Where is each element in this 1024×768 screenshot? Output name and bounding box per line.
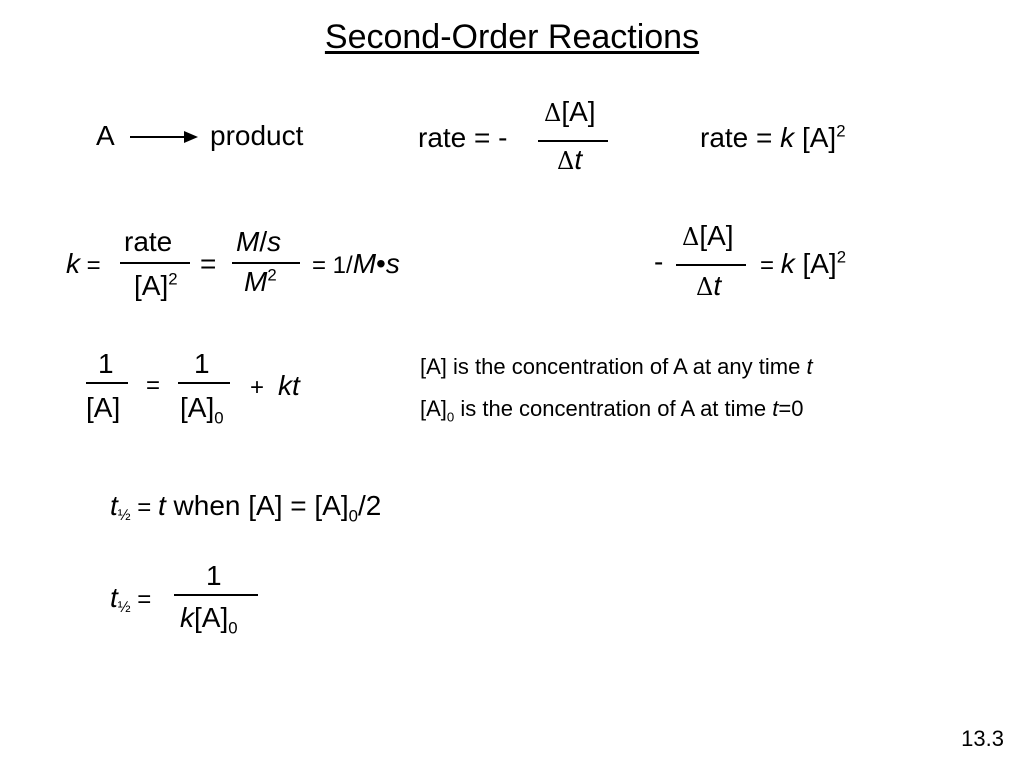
note2-var: t (772, 396, 779, 421)
rate-def-numerator: Δ[A] (544, 98, 596, 126)
hl-eq-den-sub: 0 (228, 618, 238, 638)
k-units-result: = 1/M•s (312, 250, 400, 278)
hl-def-t: t (110, 490, 118, 521)
note2-sub: 0 (446, 409, 455, 425)
M2-M: M (244, 266, 268, 297)
hl-eq-denominator: k[A]0 (180, 602, 238, 637)
reaction-arrow-line (130, 136, 186, 138)
k-eq2: = (200, 248, 217, 279)
int-num1: 1 (98, 348, 114, 379)
rate-def-num-conc: [A] (561, 96, 596, 127)
note-line-1: [A] is the concentration of A at any tim… (420, 356, 813, 378)
int-fraction-bar-2 (178, 382, 230, 384)
int-fraction-bar-1 (86, 382, 128, 384)
rate-def-denominator: Δt (557, 146, 582, 174)
rate-law-exp: 2 (836, 121, 846, 141)
hl-eq-den-conc: [A] (194, 602, 229, 633)
half-life-definition: t½ = t when [A] = [A]0/2 (110, 490, 382, 526)
hl-eq-eq: = (130, 586, 152, 613)
hl-def-sub: 0 (348, 506, 358, 526)
rate-def-fraction-bar (538, 140, 608, 142)
rate-law: rate = k [A]2 (700, 121, 846, 153)
k-rate-den-conc: [A] (134, 270, 169, 301)
int-den1: [A] (86, 392, 121, 423)
rate-def-den-var: t (574, 144, 583, 175)
k-M2-denominator: M2 (244, 265, 277, 297)
result-pre: = 1/ (312, 252, 353, 279)
hl-def-when: when [A] = [A] (165, 490, 349, 521)
k-rate-fraction-bar (120, 262, 190, 264)
rate-law-k: k (780, 122, 795, 153)
k-rate-numerator: rate (124, 226, 173, 257)
result-dot: • (376, 248, 386, 279)
result-s: s (385, 248, 400, 279)
hl-eq-numerator: 1 (206, 560, 222, 591)
k-rate-denominator: [A]2 (134, 269, 178, 301)
ms-s: s (267, 226, 282, 257)
reaction-arrow-icon (184, 131, 198, 143)
int-plus: + (250, 374, 265, 401)
int-den2-conc: [A] (180, 392, 215, 423)
hl-def-eq: = (130, 494, 158, 521)
hl-def-t2: t (157, 490, 166, 521)
result-M: M (352, 248, 377, 279)
note-line-2: [A]0 is the concentration of A at time t… (420, 396, 804, 424)
note2-end: =0 (778, 396, 804, 421)
reactant-label: A (96, 120, 115, 151)
diff-rate-den-var: t (713, 270, 722, 301)
diff-rate-eq: = (760, 252, 781, 279)
int-den2-sub: 0 (214, 408, 224, 428)
delta-symbol: Δ (682, 223, 700, 251)
diff-rate-k: k (780, 248, 795, 279)
hl-def-half: ½ (117, 507, 131, 524)
k-rate-den-exp: 2 (168, 269, 178, 289)
k-units-lhs: k = (66, 250, 101, 278)
delta-symbol: Δ (557, 147, 575, 175)
k-ms-numerator: M/s (236, 228, 281, 256)
note1-var: t (806, 354, 813, 379)
diff-rate-exp: 2 (836, 247, 847, 267)
note1-text: [A] is the concentration of A at any tim… (420, 354, 807, 379)
diff-rate-conc: [A] (794, 248, 837, 279)
slide-number: 13.3 (961, 726, 1004, 751)
int-den2: [A]0 (180, 392, 224, 427)
diff-rate-rhs: = k [A]2 (760, 247, 847, 279)
hl-eq-den-k: k (180, 602, 194, 633)
hl-eq-half: ½ (117, 599, 131, 616)
diff-rate-denominator: Δt (696, 272, 721, 300)
ms-slash: / (259, 226, 268, 257)
M2-exp: 2 (267, 265, 277, 285)
hl-eq-t: t (110, 582, 118, 613)
k-symbol: k (66, 248, 80, 279)
product-label: product (210, 120, 304, 151)
diff-rate-num-conc: [A] (699, 220, 734, 251)
delta-symbol: Δ (544, 99, 562, 127)
ms-M: M (236, 226, 260, 257)
rate-law-lhs: rate = (700, 122, 781, 153)
int-kt: kt (278, 370, 300, 401)
rate-def-prefix: rate = - (418, 122, 508, 153)
hl-def-end: /2 (357, 490, 382, 521)
page-title: Second-Order Reactions (324, 18, 700, 56)
hl-eq-fraction-bar (174, 594, 258, 596)
delta-symbol: Δ (696, 273, 714, 301)
rate-law-conc: [A] (794, 122, 837, 153)
diff-rate-minus: - (654, 246, 664, 277)
half-life-lhs: t½ = (110, 582, 152, 616)
diff-rate-numerator: Δ[A] (682, 222, 734, 250)
diff-rate-fraction-bar (676, 264, 746, 266)
k-ms-fraction-bar (232, 262, 300, 264)
int-eq: = (146, 372, 161, 399)
int-num2: 1 (194, 348, 210, 379)
note2-text: is the concentration of A at time (454, 396, 773, 421)
k-eq1: = (80, 252, 101, 279)
note2-conc: [A] (420, 396, 447, 421)
